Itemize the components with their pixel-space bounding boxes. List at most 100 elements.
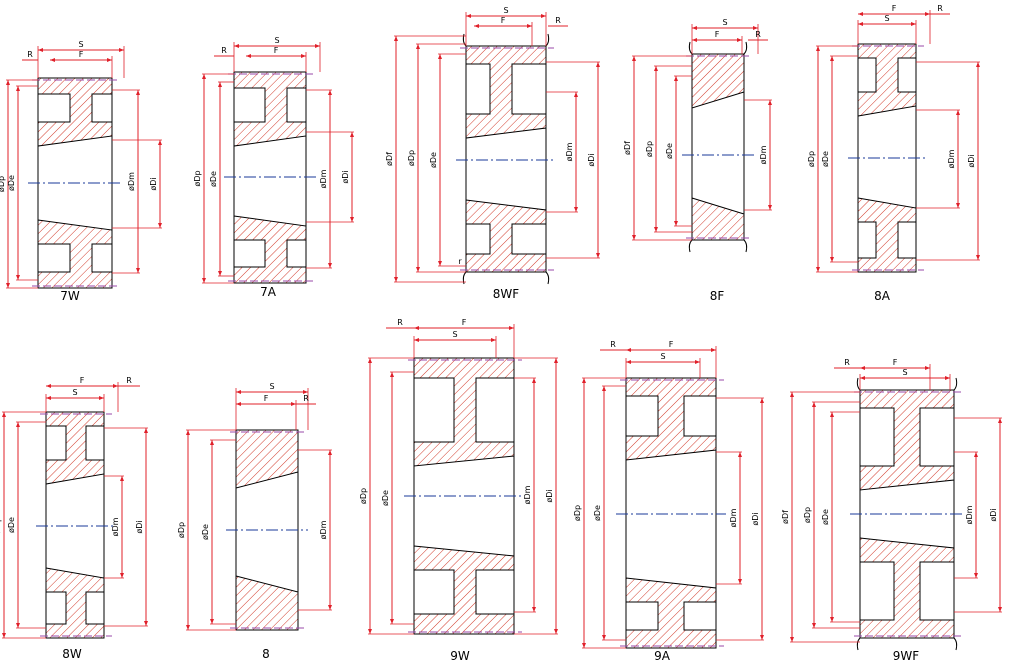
hatched-section-top	[691, 53, 745, 109]
dim-f-text: F	[274, 46, 279, 55]
dim-di-arrow-top	[976, 62, 980, 67]
hatched-section-bottom	[857, 197, 917, 273]
drawing-label: 8W	[62, 647, 82, 661]
drawing-label: 9WF	[893, 649, 920, 663]
dim-s-arrow-left	[626, 360, 631, 364]
dim-s-arrow-left	[236, 390, 241, 394]
dim-de-text: øDe	[201, 524, 210, 540]
dim-dp-arrow-bottom	[6, 283, 10, 288]
drawing-label: 9A	[654, 649, 671, 663]
dim-dp-arrow-top	[582, 378, 586, 383]
dim-s-arrow-left	[234, 44, 239, 48]
dim-f-arrow-left	[414, 326, 419, 330]
dim-s-arrow-right	[315, 44, 320, 48]
dim-dp-text: øDp	[807, 151, 816, 167]
dim-s-text: S	[660, 352, 665, 361]
dim-dp-text: øDp	[193, 170, 202, 186]
dim-f-arrow-left	[474, 24, 479, 28]
dim-dm-arrow-top	[136, 90, 140, 95]
dim-de-text: øDe	[821, 509, 830, 525]
dim-dp-arrow-bottom	[202, 278, 206, 283]
dim-f-arrow-right	[925, 366, 930, 370]
dim-r-text: R	[221, 46, 227, 55]
dim-s-arrow-left	[46, 396, 51, 400]
dim-de-arrow-bottom	[674, 221, 678, 226]
drawing-label: 8A	[874, 289, 891, 303]
dim-dp-arrow-bottom	[416, 267, 420, 272]
dim-s-arrow-right	[945, 376, 950, 380]
dim-r-text: R	[303, 394, 309, 403]
dim-di-arrow-bottom	[554, 629, 558, 634]
flange-left-top	[462, 33, 467, 47]
dim-dm-arrow-bottom	[136, 268, 140, 273]
hatched-section-top	[235, 429, 299, 489]
dim-de-text: øDe	[429, 152, 438, 168]
dim-r-text: R	[755, 30, 761, 39]
flange-left-bottom	[688, 239, 693, 253]
dim-s-text: S	[269, 382, 274, 391]
dim-di-text: øDi	[135, 520, 144, 533]
dim-di-arrow-bottom	[158, 223, 162, 228]
drawing-label: 7A	[260, 285, 277, 299]
dim-r-text: R	[937, 4, 943, 13]
flange-right-top	[953, 377, 958, 391]
dim-df-text: øDf	[623, 141, 632, 155]
dim-de-arrow-top	[218, 82, 222, 87]
dim-dp-text: øDp	[573, 505, 582, 521]
dim-di-text: øDi	[989, 508, 998, 521]
dim-dp-text: øDp	[359, 488, 368, 504]
dim-f-text: F	[893, 358, 898, 367]
dim-dp-arrow-bottom	[654, 227, 658, 232]
dim-small-r-text: r	[458, 257, 462, 266]
dim-dm-arrow-bottom	[328, 605, 332, 610]
dim-dm-text: øDm	[729, 508, 738, 527]
dim-f-arrow-right	[711, 348, 716, 352]
dim-s-arrow-left	[38, 48, 43, 52]
dim-de-arrow-bottom	[830, 257, 834, 262]
flange-right-bottom	[953, 637, 958, 651]
dim-de-arrow-top	[210, 440, 214, 445]
dim-df-arrow-top	[632, 56, 636, 61]
dim-df-arrow-bottom	[394, 277, 398, 282]
dim-di-arrow-top	[554, 358, 558, 363]
dim-dp-arrow-top	[186, 430, 190, 435]
dim-dm-text: øDm	[127, 172, 136, 191]
dim-r-text: R	[397, 318, 403, 327]
hatched-section-bottom	[45, 567, 105, 639]
dim-df-arrow-top	[394, 36, 398, 41]
dim-s-text: S	[78, 40, 83, 49]
dim-di-arrow-top	[350, 132, 354, 137]
dim-de-text: øDe	[7, 175, 16, 191]
dim-de-arrow-bottom	[390, 619, 394, 624]
dim-f-arrow-left	[860, 366, 865, 370]
hatched-section-top	[625, 377, 717, 461]
dim-dp-arrow-top	[654, 66, 658, 71]
dim-dm-arrow-top	[328, 450, 332, 455]
dim-s-arrow-right	[541, 14, 546, 18]
dim-di-text: øDi	[967, 154, 976, 167]
dim-dm-arrow-top	[738, 452, 742, 457]
dim-dp-arrow-top	[2, 412, 6, 417]
flange-right-top	[545, 33, 550, 47]
dim-dm-arrow-top	[120, 476, 124, 481]
dim-de-arrow-top	[16, 86, 20, 91]
dim-de-text: øDe	[665, 143, 674, 159]
dim-dm-text: øDm	[319, 520, 328, 539]
dim-dp-arrow-top	[812, 402, 816, 407]
flange-right-bottom	[545, 271, 550, 285]
dim-dm-text: øDm	[965, 505, 974, 524]
dim-dp-arrow-top	[368, 358, 372, 363]
dim-di-arrow-top	[596, 62, 600, 67]
hatched-section-top	[857, 43, 917, 117]
dim-dp-arrow-top	[6, 80, 10, 85]
dim-de-text: øDe	[209, 171, 218, 187]
dim-dm-text: øDm	[111, 517, 120, 536]
dim-dm-arrow-bottom	[532, 607, 536, 612]
dim-f-arrow-left	[236, 402, 241, 406]
dim-dm-arrow-top	[768, 100, 772, 105]
dim-di-arrow-bottom	[760, 635, 764, 640]
